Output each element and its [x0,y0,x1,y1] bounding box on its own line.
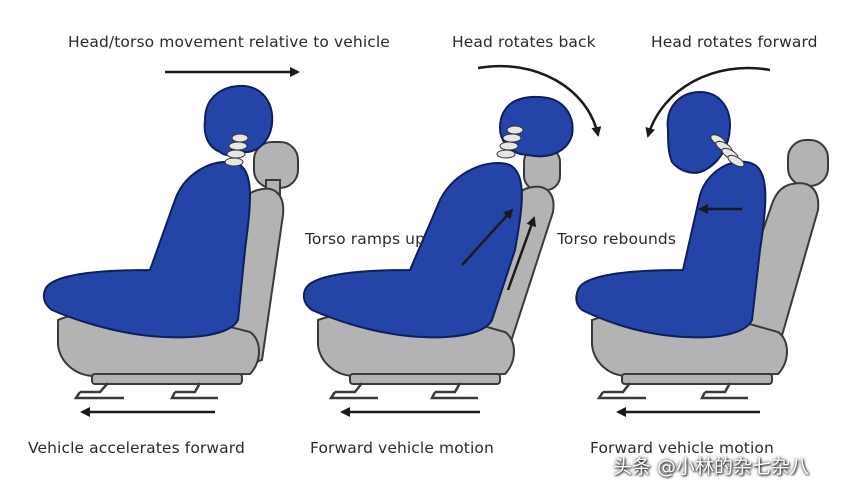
label-forward-motion-right: Forward vehicle motion [590,439,774,457]
panel-acceleration [42,67,300,417]
arrow-torso-up-2 [506,216,536,291]
arrow-head-rotates-back [477,64,602,137]
arrow-head-rotates-forward [645,66,771,138]
label-torso-rebounds: Torso rebounds [557,230,677,248]
watermark: 头条 @小林的杂七杂八 [613,456,810,478]
neck-spine [224,133,249,167]
seat-rails [73,382,218,400]
label-head-rotates-forward: Head rotates forward [651,33,818,51]
panel-ramp-up [302,64,602,417]
arrow-torso-up-1 [461,208,514,266]
seat-base [621,373,773,385]
label-head-torso-movement: Head/torso movement relative to vehicle [68,33,390,51]
occupant [42,84,274,339]
neck-spine [710,134,745,168]
head [666,90,732,174]
seat-rails [328,382,478,400]
label-head-rotates-back: Head rotates back [452,33,596,51]
head [203,84,274,156]
panel-rebound [575,66,829,417]
occupant [575,90,767,339]
torso [42,160,251,339]
seat-base [349,373,501,385]
label-vehicle-accelerates: Vehicle accelerates forward [28,439,245,457]
seat-rails [596,382,748,400]
label-forward-motion-middle: Forward vehicle motion [310,439,494,457]
headrest [787,139,829,187]
neck-spine [496,125,524,159]
torso [575,160,767,339]
torso [302,162,523,339]
seat-base [91,373,243,385]
label-torso-ramps-up: Torso ramps up [305,230,426,248]
